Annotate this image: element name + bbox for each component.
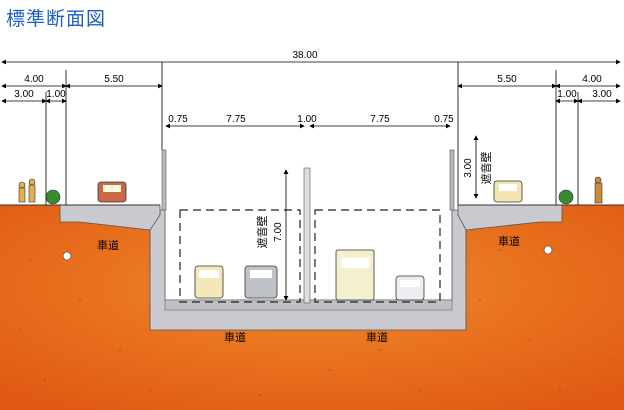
car-upper-left [97, 181, 127, 203]
dim-lane-left: 7.75 [226, 114, 246, 125]
truck-tunnel [335, 249, 375, 301]
label-road-bottom-right: 車道 [366, 330, 388, 344]
label-noise-wall-right: 遮音壁 [479, 152, 493, 185]
dim-median: 1.00 [297, 114, 317, 125]
car-tunnel-3 [395, 275, 425, 301]
car-upper-right [493, 180, 523, 203]
dim-left-planting: 1.00 [46, 89, 66, 100]
tree-left [45, 189, 61, 205]
right-wall [449, 149, 455, 211]
page-title: 標準断面図 [6, 8, 107, 30]
car-tunnel-2 [244, 265, 278, 299]
left-wall [161, 149, 167, 211]
dim-right-planting: 1.00 [557, 89, 577, 100]
dim-lane-right: 7.75 [370, 114, 390, 125]
pedestrian-right [594, 176, 603, 204]
dim-right-road: 5.50 [497, 74, 517, 85]
dim-left-road: 5.50 [104, 74, 124, 85]
pedestrians-left [18, 178, 36, 203]
dim-wall-height-right: 3.00 [463, 158, 474, 178]
label-road-upper-left: 車道 [97, 238, 119, 252]
dim-wall-height-left: 7.00 [273, 222, 284, 242]
soil-texture [19, 249, 611, 396]
dim-wall-left: 0.75 [168, 114, 188, 125]
median-wall [303, 167, 311, 304]
label-road-bottom-left: 車道 [224, 330, 246, 344]
tree-right [558, 189, 574, 205]
car-tunnel-1 [194, 265, 224, 299]
label-noise-wall-left: 遮音壁 [255, 216, 269, 249]
dim-wall-right: 0.75 [434, 114, 454, 125]
label-road-upper-right: 車道 [498, 234, 520, 248]
utility-left [62, 251, 72, 261]
dim-left-sidewalk: 3.00 [14, 89, 34, 100]
tunnel-outline-right [314, 209, 441, 303]
tunnel-outline-left [179, 209, 301, 303]
dim-right-side: 4.00 [582, 74, 602, 85]
dim-left-side: 4.00 [24, 74, 44, 85]
dim-right-sidewalk: 3.00 [592, 89, 612, 100]
utility-right [543, 245, 553, 255]
dim-total: 38.00 [292, 50, 317, 61]
